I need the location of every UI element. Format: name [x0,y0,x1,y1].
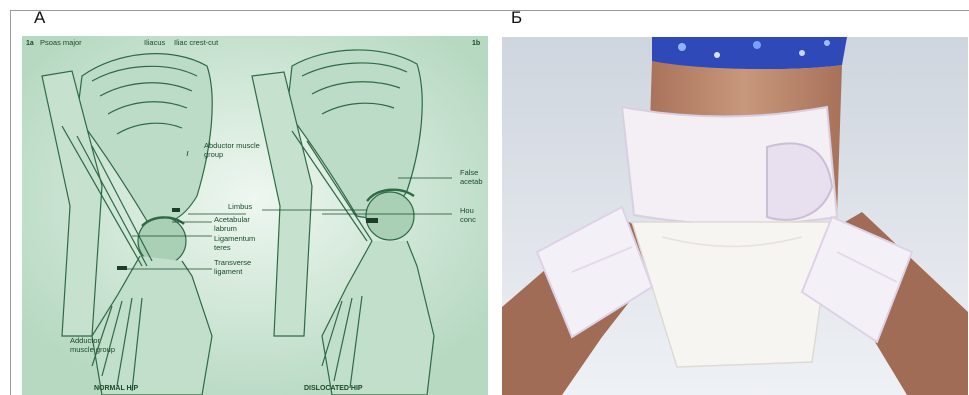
label-hour-2: conc [460,215,476,224]
panel-b-letter: Б [511,8,522,28]
caption-dislocated-hip: DISLOCATED HIP [304,385,363,392]
label-transverse-1: Transverse [214,258,251,267]
label-psoas-major: Psoas major [40,38,82,47]
label-abductor-2: group [204,150,223,159]
corner-label-1b: 1b [472,40,480,47]
infant-brace-photo [502,37,968,395]
caption-normal-hip: NORMAL HIP [94,385,139,392]
hip-anatomy-drawing: 1a Psoas major Iliacus Iliac crest-cut 1… [22,36,488,395]
label-iliacus: Iliacus [144,38,166,47]
label-limbus: Limbus [228,202,252,211]
label-false-1: False [460,168,478,177]
label-adductor-2: muscle group [70,345,115,354]
figure-frame-left [10,10,11,395]
label-ligamentum-2: teres [214,243,231,252]
label-transverse-2: ligament [214,267,243,276]
figure-frame-top [10,10,969,11]
label-adductor-1: Adductor [70,336,101,345]
corner-label-1a: 1a [26,40,34,47]
label-acetabular-1: Acetabular [214,215,250,224]
blue-shirt [652,37,847,69]
label-hour-1: Hou [460,206,474,215]
label-acetabular-2: labrum [214,224,237,233]
label-false-2: acetab [460,177,483,186]
infant-brace-svg [502,37,968,395]
hip-anatomy-svg: 1a Psoas major Iliacus Iliac crest-cut 1… [22,36,488,395]
label-abductor-1: Abductor muscle [204,141,260,150]
label-iliac-crest-cut: Iliac crest-cut [174,38,219,47]
label-ligamentum-1: Ligamentum [214,234,255,243]
panel-a-letter: А [34,8,45,28]
